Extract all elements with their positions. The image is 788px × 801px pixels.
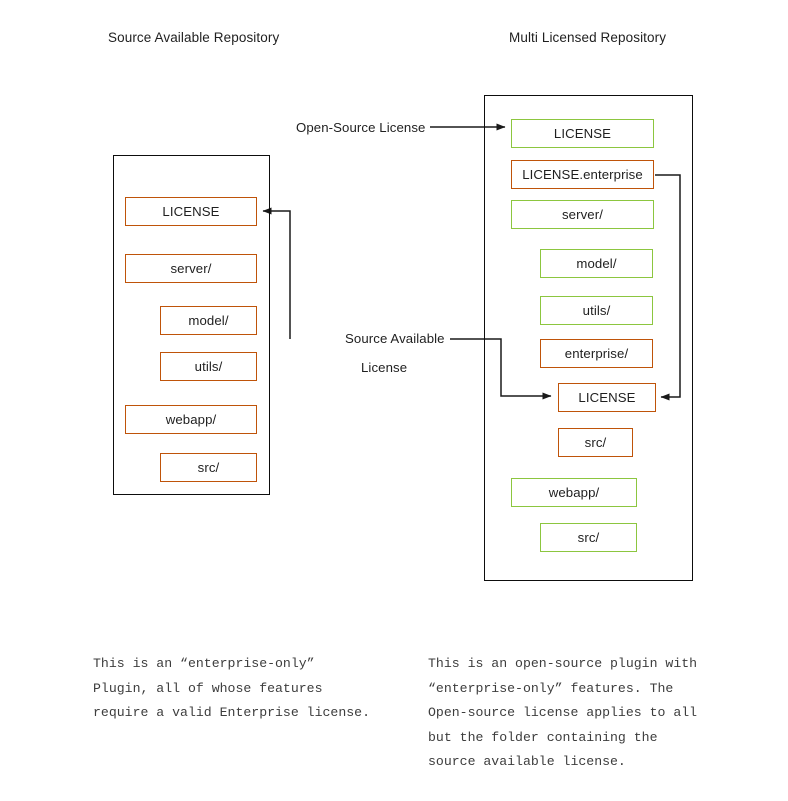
right-node-model[interactable]: model/ (540, 249, 653, 278)
right-repo-frame (484, 95, 693, 581)
left-repo-frame (113, 155, 270, 495)
right-node-utils[interactable]: utils/ (540, 296, 653, 325)
left-node-license[interactable]: LICENSE (125, 197, 257, 226)
left-node-model[interactable]: model/ (160, 306, 257, 335)
right-node-webapp[interactable]: webapp/ (511, 478, 637, 507)
right-node-license-enterprise[interactable]: LICENSE.enterprise (511, 160, 654, 189)
right-caption: This is an open-source plugin with “ente… (428, 656, 698, 769)
edge-label-open-source-license: Open-Source License (291, 120, 431, 135)
left-repo-title: Source Available Repository (108, 30, 280, 45)
left-caption: This is an “enterprise-only” Plugin, all… (93, 656, 370, 720)
right-repo-title: Multi Licensed Repository (509, 30, 667, 45)
left-node-utils[interactable]: utils/ (160, 352, 257, 381)
edge-label-source-available-line2: License (356, 360, 413, 375)
right-node-license-source-available[interactable]: LICENSE (558, 383, 656, 412)
edge-label-source-available-line1: Source Available (340, 331, 450, 346)
left-node-src[interactable]: src/ (160, 453, 257, 482)
right-node-server[interactable]: server/ (511, 200, 654, 229)
right-node-enterprise[interactable]: enterprise/ (540, 339, 653, 368)
left-node-webapp[interactable]: webapp/ (125, 405, 257, 434)
right-node-license-open-source[interactable]: LICENSE (511, 119, 654, 148)
left-node-server[interactable]: server/ (125, 254, 257, 283)
right-node-enterprise-src[interactable]: src/ (558, 428, 633, 457)
right-node-webapp-src[interactable]: src/ (540, 523, 637, 552)
